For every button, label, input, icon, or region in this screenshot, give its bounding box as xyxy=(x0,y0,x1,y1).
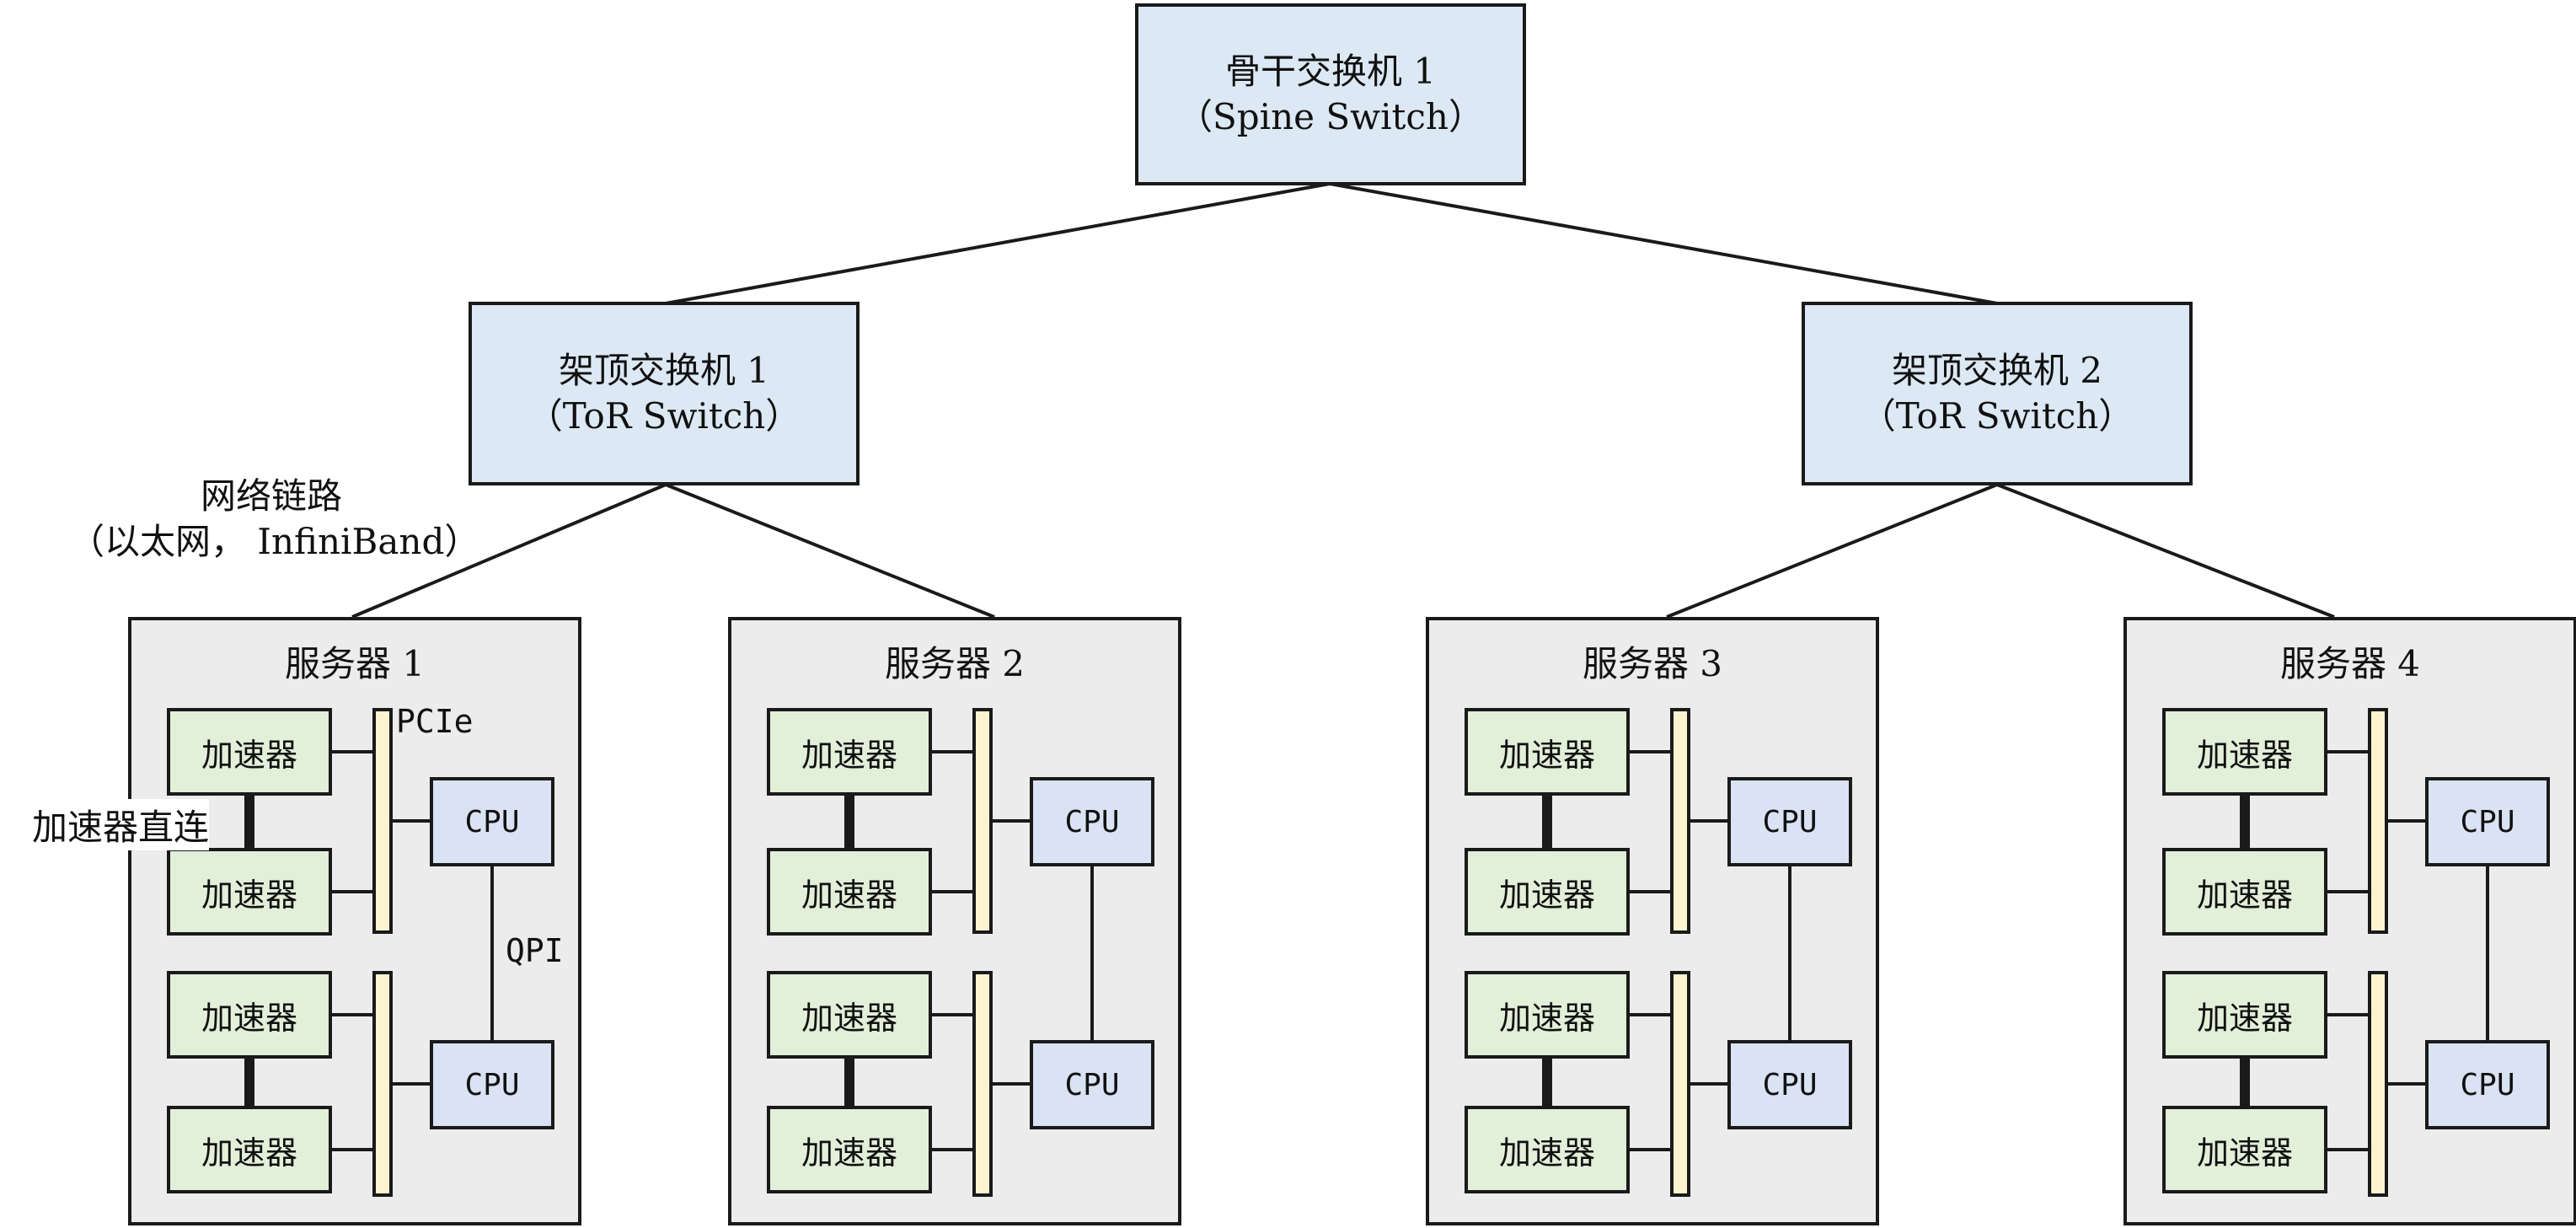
accelerator-box: 加速器 xyxy=(1465,971,1630,1059)
cpu-box: CPU xyxy=(430,1040,554,1129)
pcie-bus xyxy=(372,971,393,1197)
link-spine-tor2 xyxy=(1329,182,1998,305)
accelerator-box: 加速器 xyxy=(2162,971,2327,1059)
server-title: 服务器 2 xyxy=(884,643,1026,684)
pcie-bus xyxy=(372,708,393,934)
spine-switch-sub: （Spine Switch） xyxy=(1177,96,1484,137)
link-tor2-server4 xyxy=(1996,483,2335,619)
qpi-label: QPI xyxy=(506,932,564,969)
accelerator-box: 加速器 xyxy=(2162,708,2327,796)
accelerator-box: 加速器 xyxy=(1465,848,1630,936)
cpu-box: CPU xyxy=(2425,777,2550,866)
accelerator-box: 加速器 xyxy=(167,848,332,936)
tor-switch-sub: （ToR Switch） xyxy=(527,395,801,437)
pcie-bus xyxy=(2368,708,2388,934)
server-title: 服务器 1 xyxy=(284,643,426,684)
tor-switch-1: 架顶交换机 1 （ToR Switch） xyxy=(469,302,860,485)
accelerator-box: 加速器 xyxy=(1465,1106,1630,1193)
network-link-label-line2: （以太网， InfiniBand） xyxy=(69,521,480,562)
server-internal-wiring xyxy=(244,750,494,1151)
pcie-bus xyxy=(1670,708,1690,934)
accelerator-box: 加速器 xyxy=(2162,848,2327,936)
spine-switch-name: 骨干交换机 1 xyxy=(1224,51,1437,92)
network-link-label: 网络链路 （以太网， InfiniBand） xyxy=(69,474,480,565)
pcie-bus xyxy=(2368,971,2388,1197)
server-internal-wiring xyxy=(844,750,1094,1151)
pcie-bus xyxy=(972,971,993,1197)
accelerator-box: 加速器 xyxy=(1465,708,1630,796)
server-internal-wiring xyxy=(2240,750,2489,1151)
pcie-label: PCIe xyxy=(396,703,474,740)
cpu-box: CPU xyxy=(430,777,554,866)
server-title: 服务器 3 xyxy=(1582,643,1723,684)
spine-switch: 骨干交换机 1 （Spine Switch） xyxy=(1135,3,1526,185)
accelerator-box: 加速器 xyxy=(2162,1106,2327,1193)
cpu-box: CPU xyxy=(1727,777,1852,866)
link-tor1-server1 xyxy=(351,483,667,619)
tor-switch-name: 架顶交换机 2 xyxy=(1891,350,2103,391)
tor-switch-sub: （ToR Switch） xyxy=(1860,395,2134,437)
cpu-box: CPU xyxy=(1727,1040,1852,1129)
tor-switch-2: 架顶交换机 2 （ToR Switch） xyxy=(1802,302,2193,485)
cpu-box: CPU xyxy=(1030,777,1154,866)
accelerator-box: 加速器 xyxy=(167,1106,332,1193)
accelerator-box: 加速器 xyxy=(767,971,932,1059)
accelerator-box: 加速器 xyxy=(767,848,932,936)
accelerator-box: 加速器 xyxy=(167,971,332,1059)
tor-switch-name: 架顶交换机 1 xyxy=(558,350,770,391)
server-internal-wiring xyxy=(1542,750,1791,1151)
cpu-box: CPU xyxy=(2425,1040,2550,1129)
accelerator-box: 加速器 xyxy=(167,708,332,796)
link-spine-tor1 xyxy=(665,182,1331,305)
server-title: 服务器 4 xyxy=(2279,643,2421,684)
accelerator-direct-label: 加速器直连 xyxy=(32,799,210,850)
network-link-label-line1: 网络链路 xyxy=(200,475,342,517)
accelerator-box: 加速器 xyxy=(767,1106,932,1193)
accelerator-box: 加速器 xyxy=(767,708,932,796)
pcie-bus xyxy=(1670,971,1690,1197)
link-tor1-server2 xyxy=(665,483,995,619)
link-tor2-server3 xyxy=(1666,483,1998,619)
cpu-box: CPU xyxy=(1030,1040,1154,1129)
pcie-bus xyxy=(972,708,993,934)
